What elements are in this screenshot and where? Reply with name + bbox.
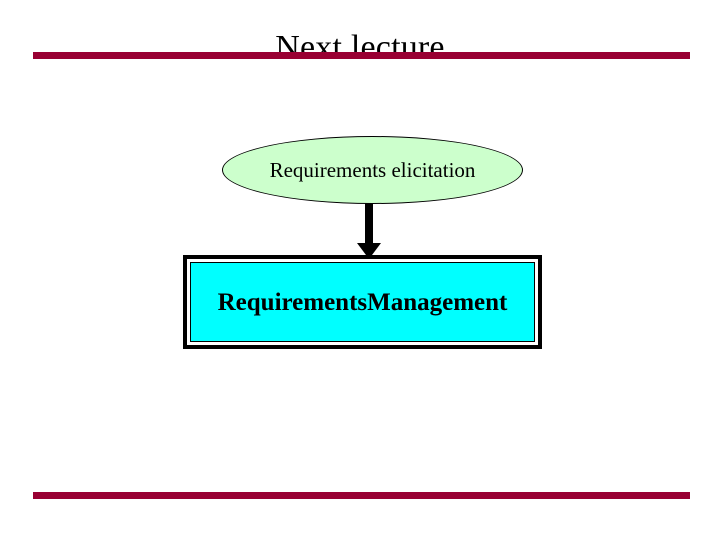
- diagram-node-requirements-elicitation[interactable]: Requirements elicitation: [222, 136, 523, 204]
- page-title: Next lecture: [275, 28, 445, 66]
- bottom-divider-rule: [33, 492, 690, 499]
- diagram-node-requirements-management[interactable]: RequirementsManagement: [183, 255, 542, 349]
- top-divider-rule: [33, 52, 690, 59]
- diagram-node-label: Requirements elicitation: [269, 157, 476, 182]
- diagram-node-label: RequirementsManagement: [217, 288, 508, 316]
- diagram-node-inner-frame: RequirementsManagement: [187, 259, 538, 345]
- arrow-down-icon: [357, 203, 381, 259]
